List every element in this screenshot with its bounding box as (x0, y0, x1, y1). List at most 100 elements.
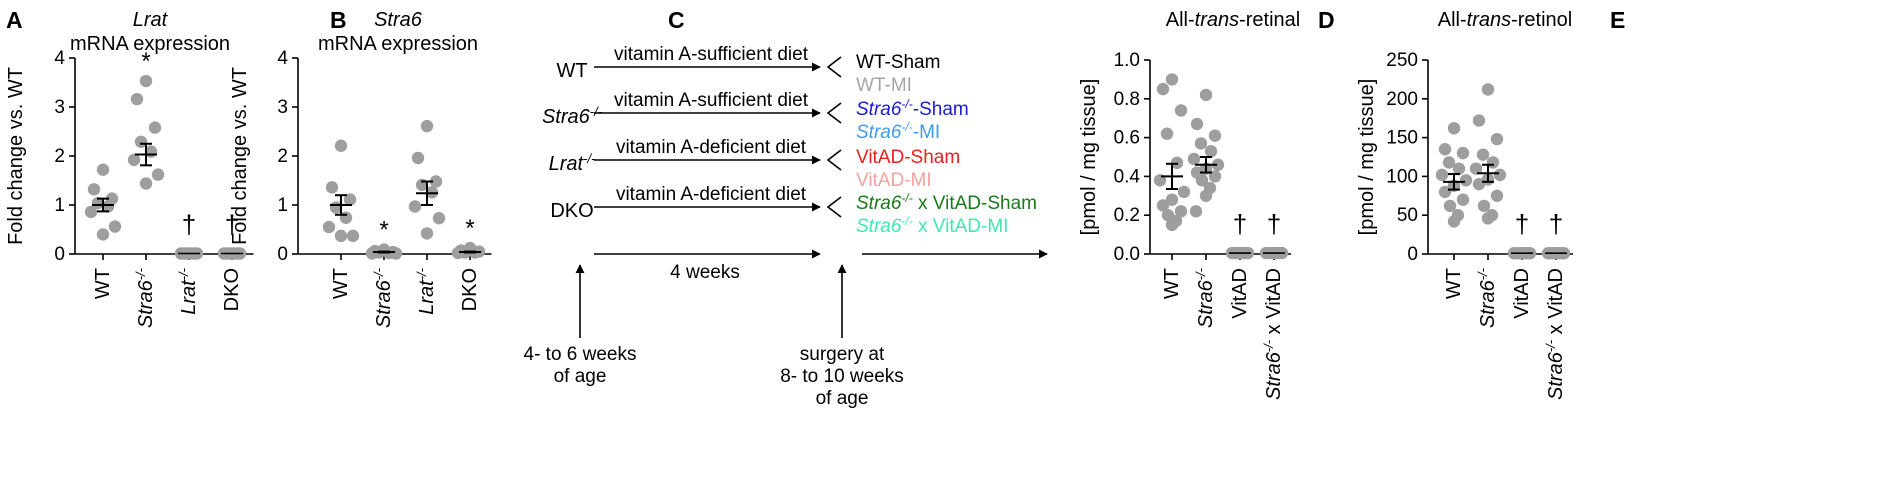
x-category-label: Stra6-/- (1193, 267, 1218, 328)
y-tick-label: 0.8 (1114, 89, 1140, 110)
genotype-label: WT (556, 60, 587, 82)
category-name: VitAD (1229, 268, 1251, 319)
data-point (325, 181, 339, 194)
category-superscript: -/- (1193, 267, 1208, 280)
group-label-part: -Sham (913, 99, 969, 120)
y-axis-label: Fold change vs. WT (5, 67, 27, 245)
data-point (139, 177, 153, 190)
group-label-part: Stra6 (856, 216, 902, 237)
x-category-label: Stra6-/- x VitAD (1261, 268, 1286, 400)
y-tick-label: 150 (1386, 128, 1418, 149)
data-point (1165, 218, 1179, 232)
chart-title: Stra6 (374, 9, 423, 31)
significance-mark: † (182, 210, 196, 240)
duration-label: 4 weeks (670, 262, 740, 283)
genotype-superscript: -/- (590, 104, 603, 119)
mi-group-label: Stra6-/--MI (856, 120, 940, 143)
significance-mark: † (1515, 209, 1529, 239)
data-point (1194, 137, 1208, 150)
x-category-label: WT (92, 268, 114, 299)
chart-title-part: trans (1195, 9, 1239, 31)
diet-label: vitamin A-deficient diet (616, 184, 807, 205)
category-name: Lrat (416, 279, 438, 315)
surgery-age-label: of age (816, 388, 869, 409)
group-label-part: WT-Sham (856, 52, 940, 73)
x-category-label: DKO (459, 268, 481, 311)
group-label-part: Stra6 (856, 99, 902, 120)
category-superscript: -/- (1475, 267, 1490, 280)
y-tick-label: 0 (54, 244, 65, 265)
data-point (108, 220, 122, 233)
data-point (1438, 185, 1452, 199)
mi-group-label: VitAD-MI (856, 170, 932, 191)
x-category-label: DKO (221, 268, 243, 311)
data-point (127, 153, 141, 167)
mi-group-label: Stra6-/- x VitAD-MI (856, 214, 1008, 237)
category-name: WT (92, 268, 114, 299)
data-point (1490, 189, 1504, 202)
data-point (420, 227, 434, 240)
data-point (1174, 205, 1188, 218)
data-point (429, 175, 443, 188)
data-point (87, 183, 101, 196)
category-name: DKO (221, 268, 243, 311)
start-age-label: of age (554, 366, 607, 387)
chart-title-line2: mRNA expression (70, 33, 230, 55)
sham-group-label: Stra6-/- x VitAD-Sham (856, 191, 1037, 214)
x-category-label: Stra6-/- (1475, 267, 1500, 328)
panel-label-c: C (668, 7, 685, 33)
group-label-part: x VitAD-MI (913, 216, 1009, 237)
chart-title-part: All- (1166, 9, 1195, 31)
data-point (1165, 73, 1179, 86)
data-point (1195, 174, 1209, 187)
data-point (322, 220, 336, 234)
data-point (1199, 88, 1213, 102)
data-point (96, 228, 110, 241)
data-point (1442, 156, 1456, 169)
data-point (1452, 162, 1466, 175)
category-superscript: -/- (1543, 339, 1558, 352)
data-point (1481, 212, 1495, 225)
data-point (1438, 143, 1452, 156)
y-tick-label: 200 (1386, 89, 1418, 110)
group-label-part: VitAD-MI (856, 170, 932, 191)
significance-mark: † (1233, 209, 1247, 239)
chart-title-gene: Stra6 (374, 9, 423, 31)
x-category-label: Stra6-/- (133, 267, 158, 328)
diet-label: vitamin A-sufficient diet (614, 44, 809, 65)
data-point (1472, 114, 1486, 127)
genotype-label: Lrat-/- (549, 151, 596, 176)
y-tick-label: 0 (277, 244, 288, 265)
genotype-name: Stra6 (542, 106, 591, 128)
panel-label-d: D (1318, 7, 1335, 33)
significance-mark: † (225, 210, 239, 240)
data-point (1469, 162, 1483, 175)
data-point (411, 151, 425, 165)
category-name: Stra6 (373, 279, 395, 328)
group-label-part: Stra6 (856, 193, 902, 214)
group-label-part: -MI (913, 122, 940, 143)
data-point (1481, 83, 1495, 96)
category-name: WT (1161, 268, 1183, 299)
y-tick-label: 4 (277, 48, 288, 69)
data-point (1490, 132, 1504, 146)
x-category-label: Lrat-/- (176, 267, 201, 314)
category-name: Stra6 (1195, 279, 1217, 328)
data-point (134, 135, 148, 148)
x-category-label: VitAD (1229, 268, 1251, 319)
y-tick-label: 3 (54, 97, 65, 118)
group-label-part: -/- (901, 120, 912, 134)
data-point (343, 193, 357, 206)
category-superscript: -/- (176, 267, 191, 280)
y-tick-label: 3 (277, 97, 288, 118)
data-point (1493, 168, 1507, 182)
chart-title-line2: mRNA expression (318, 33, 478, 55)
diet-label: vitamin A-sufficient diet (614, 90, 809, 111)
split-bracket (826, 102, 842, 124)
y-tick-label: 2 (54, 146, 65, 167)
sham-group-label: WT-Sham (856, 52, 940, 73)
